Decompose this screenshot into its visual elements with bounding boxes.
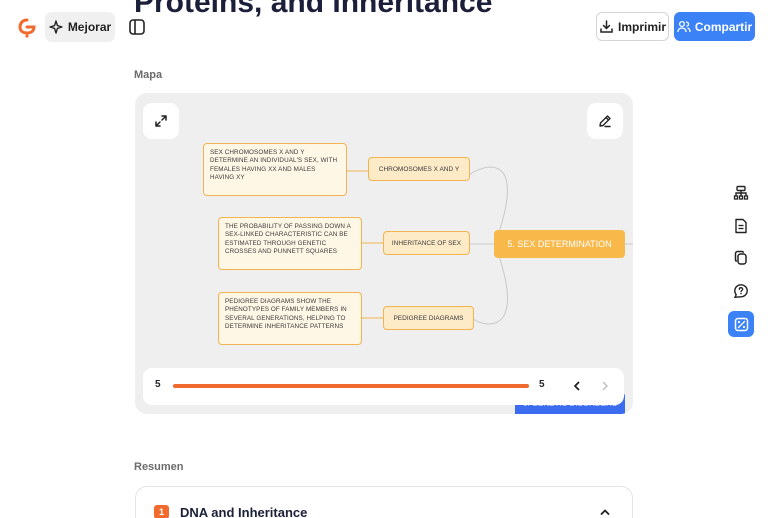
- player-total-steps: 5: [539, 379, 545, 390]
- percent-icon: [734, 317, 748, 331]
- mindmap-detail-node-2[interactable]: THE PROBABILITY OF PASSING DOWN A SEX-LI…: [218, 217, 362, 270]
- print-button[interactable]: Imprimir: [596, 12, 669, 41]
- sidebar-toggle-icon[interactable]: [128, 18, 146, 36]
- print-button-label: Imprimir: [617, 19, 666, 34]
- edit-map-button[interactable]: [587, 103, 623, 139]
- improve-button[interactable]: Mejorar: [45, 12, 115, 42]
- sparkle-icon: [49, 20, 63, 34]
- previous-step-button[interactable]: [568, 376, 586, 396]
- mindmap-connectors: [347, 166, 633, 325]
- download-icon: [600, 20, 613, 33]
- rail-mindmap-button[interactable]: [728, 180, 754, 206]
- mindmap-branch-node-3[interactable]: PEDIGREE DIAGRAMS: [383, 306, 474, 330]
- chevron-right-icon: [602, 381, 608, 391]
- summary-item[interactable]: 1 DNA and Inheritance: [135, 486, 633, 518]
- mindmap-icon: [733, 185, 749, 200]
- mindmap-canvas[interactable]: SEX CHROMOSOMES X AND Y DETERMINE AN IND…: [135, 93, 633, 414]
- expand-icon: [155, 115, 167, 127]
- rail-percent-button[interactable]: [728, 311, 754, 337]
- document-icon: [735, 218, 747, 234]
- expand-map-button[interactable]: [143, 103, 179, 139]
- pencil-icon: [599, 115, 611, 128]
- mindmap-branch-node-1[interactable]: CHROMOSOMES X AND Y: [368, 157, 470, 181]
- summary-section-label: Resumen: [134, 461, 184, 473]
- logo-icon[interactable]: [18, 18, 36, 38]
- rail-copy-button[interactable]: [728, 245, 754, 271]
- users-icon: [677, 20, 691, 33]
- chevron-up-icon[interactable]: [598, 505, 612, 518]
- player-progress-track[interactable]: [173, 384, 529, 388]
- player-progress-fill: [173, 384, 529, 388]
- mindmap-main-node[interactable]: 5. SEX DETERMINATION: [494, 230, 625, 258]
- mindmap-detail-node-3[interactable]: PEDIGREE DIAGRAMS SHOW THE PHENOTYPES OF…: [218, 292, 362, 345]
- map-section-label: Mapa: [134, 69, 163, 81]
- copy-icon: [734, 250, 747, 265]
- summary-index-badge: 1: [154, 505, 169, 518]
- map-player-bar: 5 5: [143, 368, 624, 405]
- summary-item-title: DNA and Inheritance: [180, 505, 308, 518]
- mindmap-detail-node-1[interactable]: SEX CHROMOSOMES X AND Y DETERMINE AN IND…: [203, 143, 347, 196]
- share-button[interactable]: Compartir: [674, 12, 755, 41]
- share-button-label: Compartir: [694, 19, 753, 34]
- rail-document-button[interactable]: [728, 213, 754, 239]
- improve-button-label: Mejorar: [67, 20, 112, 34]
- next-step-button[interactable]: [596, 376, 614, 396]
- player-current-step: 5: [155, 379, 161, 390]
- quiz-icon: [733, 284, 748, 298]
- mindmap-branch-node-2[interactable]: INHERITANCE OF SEX: [383, 231, 470, 255]
- page-title: Proteins, and Inheritance: [134, 0, 493, 19]
- rail-quiz-button[interactable]: [728, 278, 754, 304]
- chevron-left-icon: [574, 381, 580, 391]
